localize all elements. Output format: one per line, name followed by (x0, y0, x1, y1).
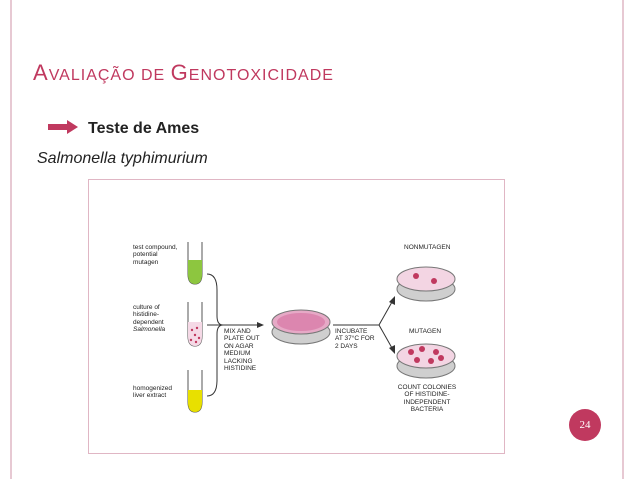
bullet-label: Teste de Ames (88, 120, 200, 137)
organism-name: Salmonella typhimurium (37, 150, 208, 167)
nonmutagen-dish-icon (396, 266, 456, 302)
tube-green-icon (187, 242, 203, 285)
tube-yellow-icon (187, 370, 203, 413)
arrow-right-icon (48, 119, 78, 139)
mutagen-dish-icon (396, 343, 456, 379)
nonmutagen-label: NONMUTAGEN (404, 244, 451, 251)
slide-title: AVALIAÇÃO DE GENOTOXICIDADE (33, 60, 334, 85)
ames-diagram (187, 242, 456, 413)
petri-dish-icon (271, 309, 331, 345)
slide-frame (10, 0, 624, 479)
page-number-badge: 24 (569, 409, 601, 441)
bullet-item: Teste de Ames (48, 118, 199, 140)
tube-salmonella-icon (187, 302, 203, 347)
mutagen-label: MUTAGEN (409, 328, 442, 335)
